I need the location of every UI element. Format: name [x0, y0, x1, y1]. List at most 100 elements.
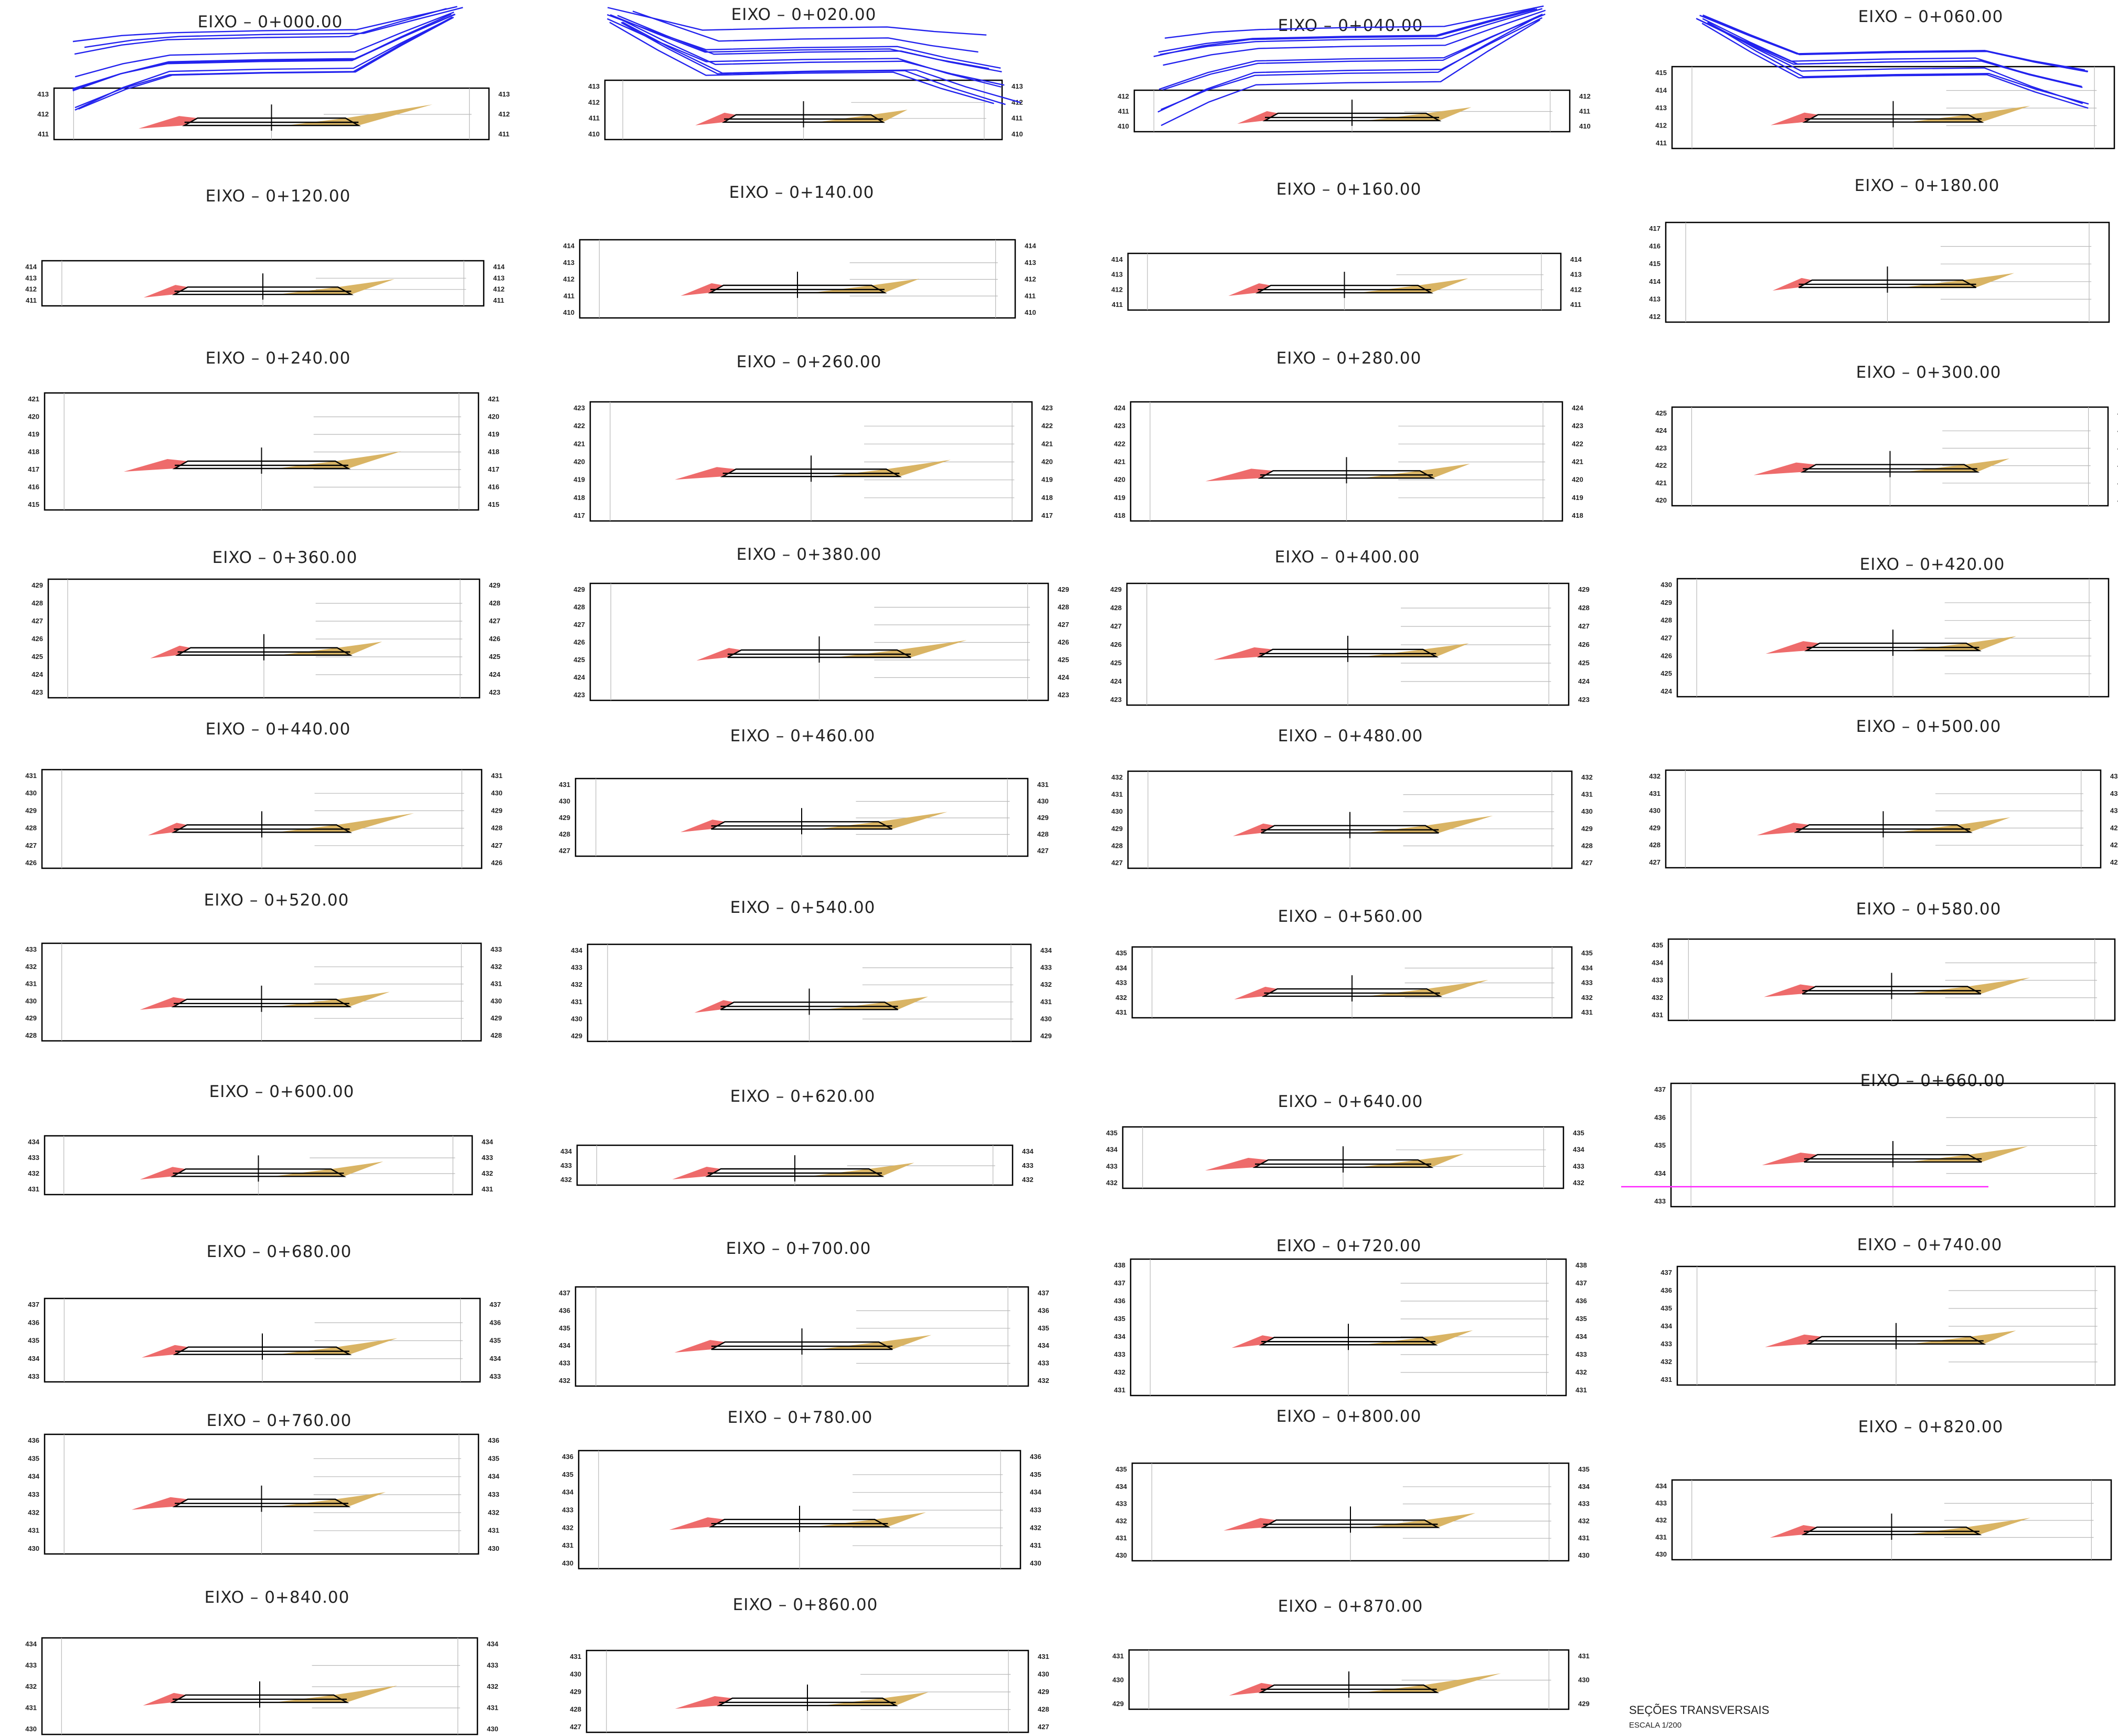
- elevation-tick-right: 427: [1581, 859, 1593, 867]
- section-title: EIXO – 0+820.00: [1858, 1418, 2004, 1436]
- elevation-tick-right: 428: [1037, 830, 1049, 838]
- excavation-cut: [1367, 979, 1488, 996]
- elevation-tick-right: 411: [493, 296, 504, 304]
- elevation-tick-left: 427: [1649, 858, 1661, 866]
- elevation-tick-right: 430: [1578, 1676, 1590, 1684]
- elevation-tick-left: 436: [559, 1306, 570, 1314]
- elevation-tick-left: 433: [1661, 1340, 1672, 1348]
- elevation-tick-right: 413: [493, 274, 505, 282]
- terrain-profile: [78, 16, 454, 110]
- elevation-tick-left: 432: [1661, 1358, 1672, 1366]
- terrain-profile: [621, 22, 1006, 105]
- section-title: EIXO – 0+420.00: [1860, 555, 2005, 574]
- road-platform: [1804, 1154, 1982, 1163]
- section-title: EIXO – 0+400.00: [1275, 548, 1420, 567]
- elevation-tick-right: 417: [1041, 512, 1053, 519]
- elevation-tick-right: 410: [1025, 308, 1036, 316]
- section-title: EIXO – 0+780.00: [728, 1408, 873, 1427]
- section-title: EIXO – 0+700.00: [726, 1239, 871, 1258]
- elevation-tick-left: 430: [1111, 807, 1123, 815]
- excavation-cut: [826, 460, 951, 477]
- elevation-tick-left: 437: [1661, 1269, 1672, 1276]
- elevation-tick-left: 427: [1661, 634, 1672, 642]
- elevation-tick-right: 431: [1040, 998, 1052, 1006]
- elevation-tick-left: 418: [1114, 512, 1125, 519]
- elevation-tick-left: 411: [1112, 301, 1123, 308]
- elevation-tick-left: 426: [1661, 652, 1672, 659]
- elevation-tick-left: 423: [1655, 444, 1667, 452]
- elevation-tick-left: 427: [559, 847, 570, 855]
- elevation-tick-left: 426: [573, 638, 585, 646]
- elevation-tick-left: 431: [1112, 1652, 1124, 1660]
- elevation-tick-left: 427: [1111, 859, 1123, 867]
- elevation-tick-right: 410: [1012, 130, 1023, 138]
- elevation-tick-left: 430: [571, 1015, 582, 1023]
- elevation-tick-left: 423: [1110, 696, 1122, 704]
- elevation-tick-right: 418: [1041, 494, 1053, 502]
- embankment-fill: [680, 819, 725, 833]
- elevation-tick-right: 426: [1578, 641, 1590, 648]
- embankment-fill: [695, 112, 736, 125]
- elevation-tick-left: 414: [1655, 87, 1667, 94]
- elevation-tick-left: 430: [1655, 1550, 1667, 1558]
- road-platform: [720, 1002, 899, 1010]
- elevation-tick-right: 433: [1022, 1162, 1034, 1169]
- section-title: EIXO – 0+500.00: [1856, 717, 2002, 736]
- elevation-tick-left: 431: [1652, 1011, 1663, 1019]
- elevation-tick-left: 424: [1661, 687, 1672, 695]
- elevation-tick-left: 432: [1111, 773, 1123, 781]
- elevation-tick-left: 432: [1114, 1368, 1125, 1376]
- elevation-tick-left: 438: [1114, 1261, 1125, 1269]
- excavation-cut: [1904, 459, 2010, 472]
- elevation-tick-left: 436: [1114, 1297, 1125, 1305]
- road-platform: [721, 114, 886, 123]
- embankment-fill: [150, 645, 191, 658]
- elevation-tick-right: 411: [1579, 108, 1590, 115]
- elevation-tick-right: 431: [487, 1704, 498, 1712]
- elevation-tick-right: 431: [1578, 1652, 1590, 1660]
- road-platform: [1804, 642, 1982, 652]
- elevation-tick-left: 428: [31, 599, 43, 607]
- elevation-tick-left: 413: [1655, 104, 1667, 112]
- elevation-tick-left: 433: [1655, 1499, 1667, 1507]
- embankment-fill: [138, 116, 198, 129]
- elevation-tick-left: 412: [563, 275, 574, 283]
- elevation-tick-left: 429: [573, 585, 585, 593]
- elevation-tick-left: 437: [28, 1301, 39, 1308]
- terrain-profile: [72, 13, 452, 90]
- elevation-tick-right: 431: [1578, 1534, 1590, 1542]
- elevation-tick-right: 432: [1038, 1377, 1049, 1384]
- elevation-tick-left: 431: [1655, 1533, 1667, 1541]
- elevation-tick-left: 433: [571, 964, 582, 972]
- elevation-tick-left: 436: [28, 1436, 39, 1444]
- road-platform: [171, 824, 353, 833]
- elevation-tick-right: 435: [1573, 1129, 1584, 1137]
- section-title: EIXO – 0+600.00: [209, 1082, 355, 1101]
- elevation-tick-left: 411: [26, 296, 37, 304]
- elevation-tick-right: 418: [1572, 512, 1583, 519]
- elevation-tick-left: 433: [1106, 1162, 1117, 1170]
- elevation-tick-left: 424: [1114, 404, 1125, 412]
- elevation-tick-left: 427: [573, 621, 585, 629]
- elevation-tick-left: 432: [1649, 772, 1661, 780]
- elevation-tick-right: 428: [489, 599, 501, 607]
- section-title: EIXO – 0+180.00: [1855, 176, 2000, 195]
- cross-section-panel: EIXO – 0+660.004374374364364354354344344…: [1621, 23, 2116, 1208]
- elevation-tick-left: 435: [1114, 1315, 1125, 1323]
- excavation-cut: [812, 279, 920, 293]
- elevation-tick-right: 430: [1578, 1551, 1590, 1559]
- elevation-tick-left: 412: [1111, 285, 1123, 293]
- road-platform: [711, 821, 892, 830]
- terrain-profile: [1157, 17, 1543, 113]
- terrain-profile: [1161, 19, 1540, 126]
- section-title: EIXO – 0+300.00: [1856, 363, 2002, 382]
- elevation-tick-left: 423: [573, 691, 585, 699]
- elevation-tick-right: 426: [491, 859, 503, 867]
- elevation-tick-right: 428: [1578, 604, 1590, 612]
- elevation-tick-left: 425: [1110, 659, 1122, 667]
- elevation-tick-right: 412: [493, 285, 505, 293]
- elevation-tick-right: 432: [1576, 1368, 1587, 1376]
- elevation-tick-left: 417: [28, 465, 39, 473]
